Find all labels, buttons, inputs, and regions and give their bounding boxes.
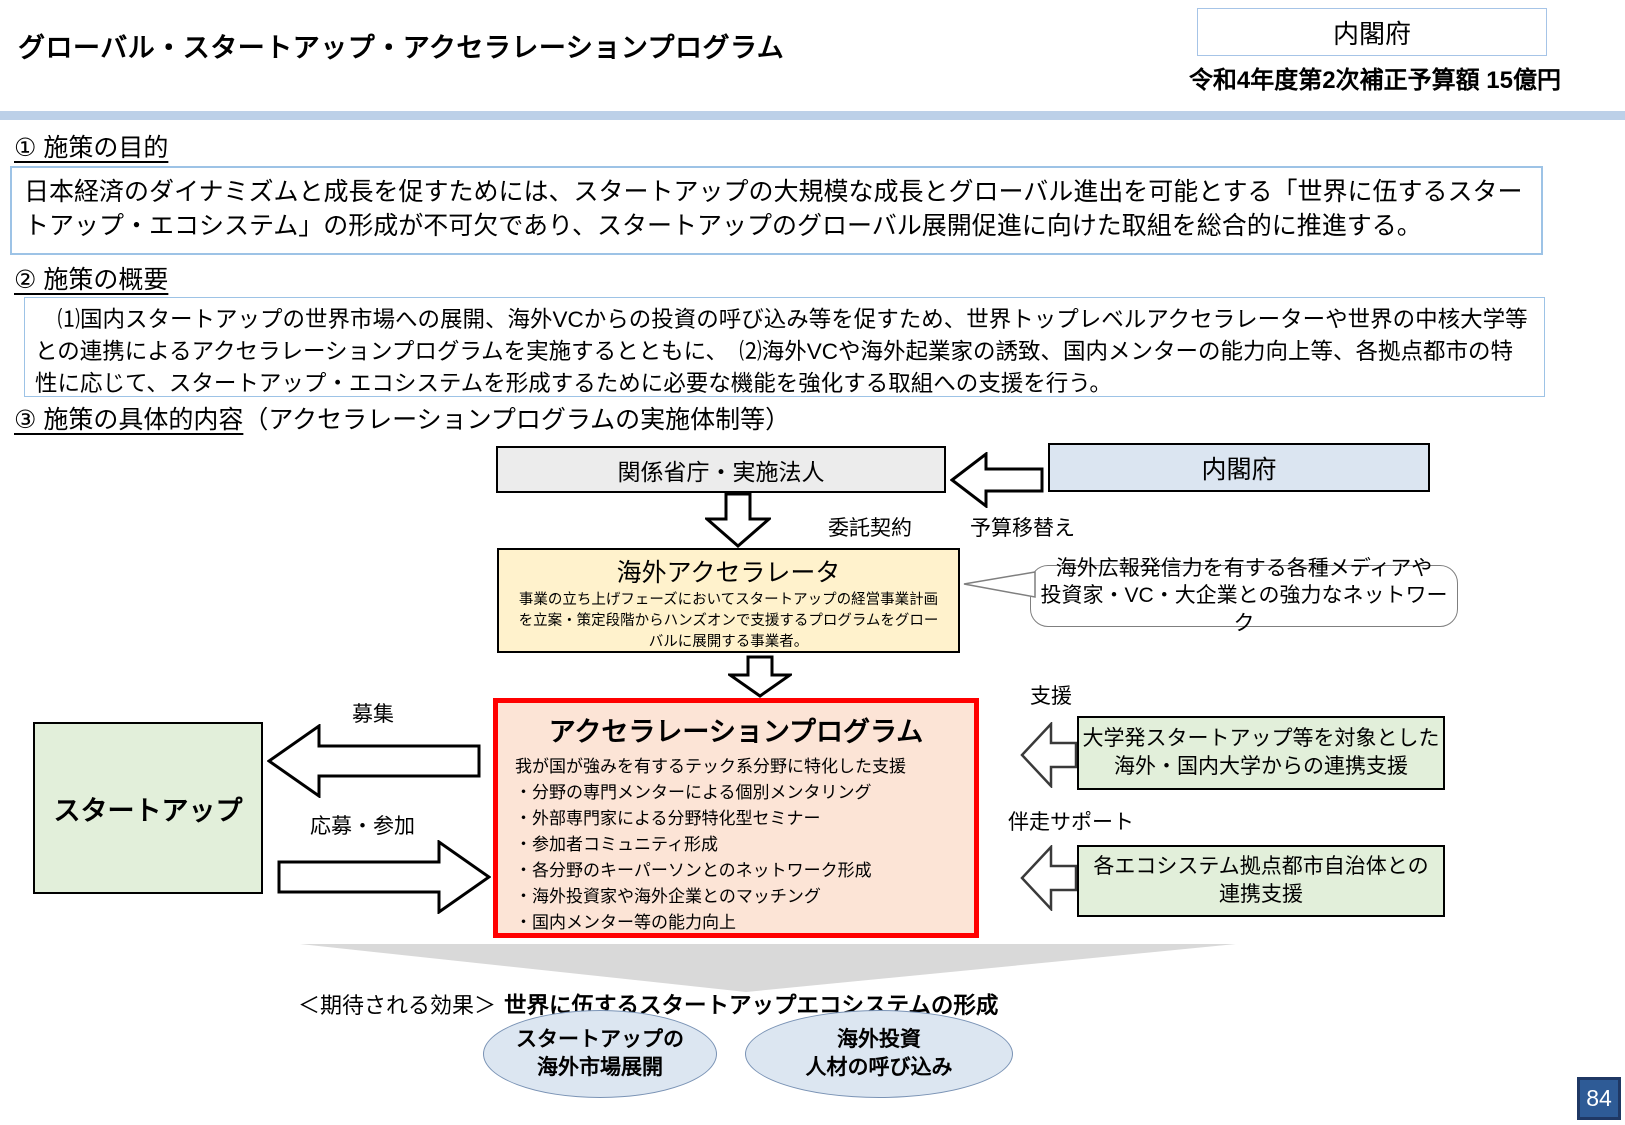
apply-label: 応募・参加 [310,815,415,838]
network-callout: 海外広報発信力を有する各種メディアや 投資家・VC・大企業との強力なネットワーク [1030,557,1458,635]
startup-box-label: スタートアップ [53,795,243,826]
arrow-down-icon [728,655,792,698]
effect-ellipse-investment-attraction: 海外投資 人材の呼び込み [745,1010,1013,1098]
ministries-box-label: 関係省庁・実施法人 [617,458,825,485]
network-callout-line1: 海外広報発信力を有する各種メディアや [1055,557,1433,581]
university-support-line2: 海外・国内大学からの連携支援 [1114,755,1408,778]
city-support-box: 各エコシステム拠点都市自治体との 連携支援 [1077,845,1445,917]
expected-effects-label: ＜期待される効果＞ [298,993,497,1018]
arrow-left-small-icon [1020,845,1078,911]
gray-funnel-shape [300,944,1236,992]
startup-box: スタートアップ [33,722,263,894]
program-line: ・国内メンター等の能力向上 [515,913,736,932]
university-support-line1: 大学発スタートアップ等を対象とした [1082,726,1440,750]
section2-heading: ② 施策の概要 [14,266,169,294]
program-line: 我が国が強みを有するテック系分野に特化した支援 [515,757,906,776]
accompany-label: 伴走サポート [1008,811,1134,834]
overseas-accelerator-title: 海外アクセラレータ [616,559,841,587]
recruit-label: 募集 [352,703,394,726]
section1-body-box: 日本経済のダイナミズムと成長を促すためには、スタートアップの大規模な成長とグロー… [10,166,1543,255]
page-number: 84 [1586,1085,1612,1111]
arrow-right-big-icon [277,840,491,914]
section3-heading: ③ 施策の具体的内容（アクセラレーションプログラムの実施体制等） [14,400,790,436]
support-label: 支援 [1030,685,1072,708]
network-callout-line2: 投資家・VC・大企業との強力なネットワーク [1040,584,1448,635]
section2-body-box: ⑴国内スタートアップの世界市場への展開、海外VCからの投資の呼び込み等を促すため… [24,297,1545,397]
effect1-line1: スタートアップの [516,1027,684,1051]
consignment-label: 委託契約 [828,517,912,540]
section3-heading-rest: （アクセラレーションプログラムの実施体制等） [243,406,791,434]
overseas-accelerator-desc: 事業の立ち上げフェーズにおいてスタートアップの経営事業計画を立案・策定段階からハ… [518,592,939,651]
program-line: ・分野の専門メンターによる個別メンタリング [515,783,872,802]
section1-body-text: 日本経済のダイナミズムと成長を促すためには、スタートアップの大規模な成長とグロー… [24,178,1523,241]
arrow-down-icon [705,492,771,548]
cabinet-office-box: 内閣府 [1048,443,1430,492]
budget-label: 令和4年度第2次補正予算額 15億円 [1188,67,1561,94]
university-support-box: 大学発スタートアップ等を対象とした 海外・国内大学からの連携支援 [1077,716,1445,790]
page-title: グローバル・スタートアップ・アクセラレーションプログラム [18,33,785,63]
ministries-box: 関係省庁・実施法人 [496,446,946,493]
budget-transfer-label: 予算移替え [970,517,1075,540]
program-line: ・参加者コミュニティ形成 [515,835,718,854]
effect2-line2: 人材の呼び込み [805,1056,953,1079]
arrow-left-big-icon [267,724,481,798]
agency-header-box: 内閣府 [1197,8,1547,56]
arrow-left-small-icon [1020,722,1078,788]
overseas-accelerator-box: 海外アクセラレータ 事業の立ち上げフェーズにおいてスタートアップの経営事業計画を… [497,548,960,653]
acceleration-program-title: アクセラレーションプログラム [548,717,924,747]
acceleration-program-box: アクセラレーションプログラム 我が国が強みを有するテック系分野に特化した支援 ・… [493,698,979,938]
section2-body-text: ⑴国内スタートアップの世界市場への展開、海外VCからの投資の呼び込み等を促すため… [35,307,1528,396]
effect2-line1: 海外投資 [837,1027,921,1051]
program-line: ・各分野のキーパーソンとのネットワーク形成 [515,861,872,880]
city-support-line1: 各エコシステム拠点都市自治体との [1093,854,1429,878]
effect-ellipse-overseas-expansion: スタートアップの 海外市場展開 [483,1010,717,1098]
effect1-line2: 海外市場展開 [537,1056,663,1079]
section3-heading-underlined: ③ 施策の具体的内容 [14,406,244,434]
program-line: ・外部専門家による分野特化型セミナー [515,809,821,828]
city-support-line2: 連携支援 [1219,883,1303,906]
header-divider [0,111,1625,120]
callout-tail-icon [963,571,1036,598]
agency-header-label: 内閣府 [1332,18,1411,49]
acceleration-program-lines: 我が国が強みを有するテック系分野に特化した支援 ・分野の専門メンターによる個別メ… [498,754,974,936]
section1-heading: ① 施策の目的 [14,134,169,162]
program-line: ・海外投資家や海外企業とのマッチング [515,887,821,906]
arrow-left-icon [950,452,1044,508]
page-number-badge: 84 [1577,1077,1621,1120]
cabinet-office-box-label: 内閣府 [1201,455,1277,484]
